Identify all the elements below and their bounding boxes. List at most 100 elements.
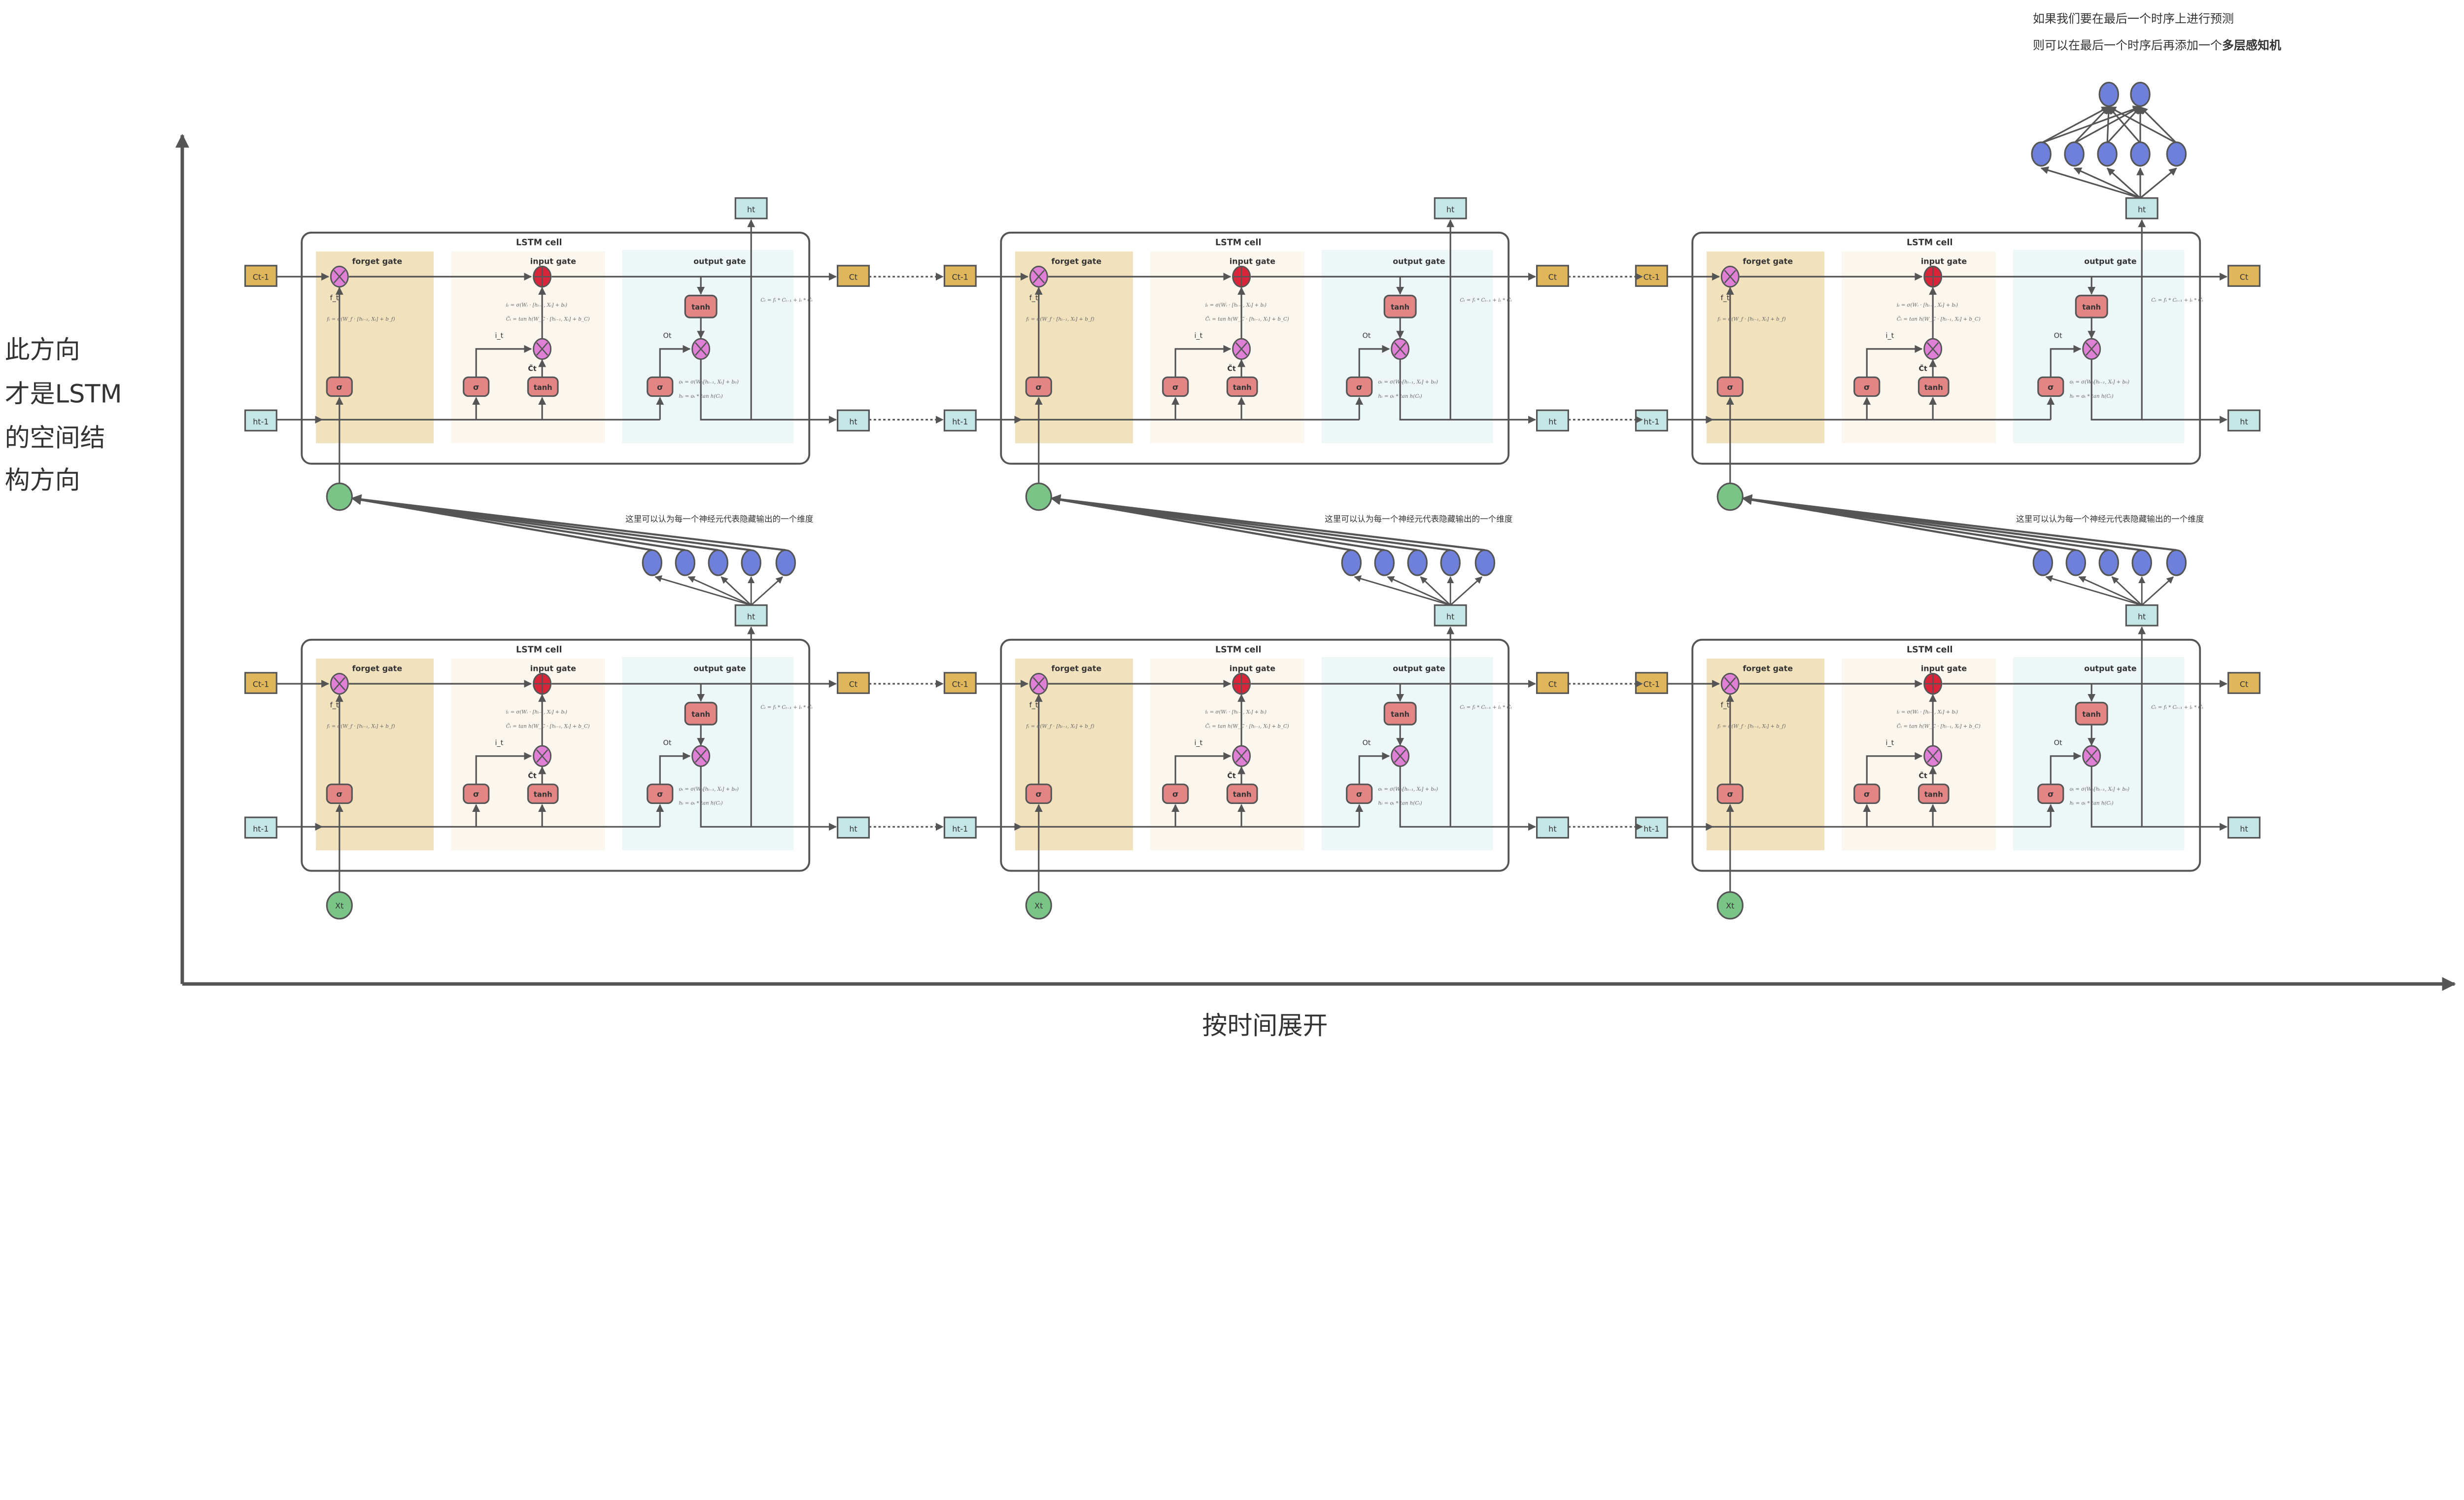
ht-to-neuron-arrow: [2141, 576, 2174, 606]
input-xt-node: [326, 891, 353, 920]
c-out-box: [837, 265, 870, 287]
ht-to-neuron-arrow: [1450, 576, 1483, 606]
side-label-line: 此方向: [5, 336, 80, 365]
formula-output: oₜ = σ(W₀[hₜ₋₁, Xₜ] + b₀): [679, 786, 739, 792]
c-tilde-label: C̃t: [1918, 772, 1927, 780]
c-tilde-label: C̃t: [1227, 365, 1236, 373]
output-sigma-box: [647, 376, 674, 397]
h-prev-label: ht-1: [253, 824, 269, 834]
formula-candidate: C̃ₜ = tan h(W_C · [hₜ₋₁, Xₜ] + b_C): [1205, 723, 1289, 730]
output-gate-label: output gate: [1393, 664, 1445, 673]
hidden-note: 这里可以认为每一个神经元代表隐藏输出的一个维度: [1325, 515, 1512, 524]
output-gate-label: output gate: [693, 664, 746, 673]
f-t-label: f_t: [1721, 294, 1730, 302]
hidden-neuron: [775, 549, 796, 576]
top-note: 如果我们要在最后一个时序上进行预测 则可以在最后一个时序后再添加一个多层感知机: [2033, 5, 2281, 59]
input-tanh-box: [527, 376, 559, 397]
input-xt-label: Xt: [335, 901, 343, 910]
h-out-box: [2227, 816, 2261, 839]
tanh-label: tanh: [2082, 303, 2101, 312]
formula-candidate: C̃ₜ = tan h(W_C · [hₜ₋₁, Xₜ] + b_C): [506, 723, 590, 730]
output-gate-line: [659, 752, 691, 785]
top-note-line: 则可以在最后一个时序后再添加一个: [2033, 38, 2222, 52]
h-prev-box: [244, 816, 277, 839]
c-out-label: Ct: [1548, 679, 1557, 689]
formula-candidate: C̃ₜ = tan h(W_C · [hₜ₋₁, Xₜ] + b_C): [506, 316, 590, 322]
f-t-label: f_t: [330, 701, 339, 709]
sigma-label: σ: [1356, 790, 1362, 799]
input-sigma-box: [1162, 376, 1189, 397]
mlp-output-neuron: [2098, 81, 2120, 107]
input-gate-line: [1866, 345, 1923, 378]
input-sigma-box: [1853, 376, 1881, 397]
c-prev-label: Ct-1: [253, 679, 269, 689]
mlp-hidden-neuron: [2064, 141, 2085, 167]
add-icon: [533, 672, 552, 695]
lstm-cell-title: LSTM cell: [1215, 645, 1262, 655]
sigma-label: σ: [337, 790, 342, 799]
formula-hidden: hₜ = oₜ * tan h(Cₜ): [1378, 393, 1422, 399]
input-gate-region: [1842, 251, 1996, 444]
forget-sigma-box: [1025, 783, 1052, 804]
c-prev-box: [244, 672, 277, 694]
formula-hidden: hₜ = oₜ * tan h(Cₜ): [2070, 801, 2114, 806]
output-tanh-box: [2075, 701, 2108, 726]
tanh-label: tanh: [534, 384, 552, 392]
hidden-neuron: [741, 549, 761, 576]
c-tilde-label: C̃t: [1227, 772, 1236, 780]
lstm-cell-lower-t3: LSTM cell forget gate input gate output …: [1635, 604, 2261, 892]
sigma-label: σ: [1356, 383, 1362, 392]
mlp-output-neuron: [2130, 81, 2151, 107]
forget-sigma-box: [1025, 376, 1052, 397]
upper-input-node: [1716, 482, 1744, 511]
h-out-label: ht: [1548, 824, 1556, 834]
multiply-icon: [330, 266, 349, 288]
formula-cell-state: Cₜ = fₜ * Cₜ₋₁ + iₜ * C̃ₜ: [2151, 704, 2203, 710]
upper-input-node: [326, 482, 353, 511]
multiply-icon: [1923, 745, 1943, 767]
hidden-neuron: [642, 549, 663, 576]
input-gate-line: [1174, 752, 1232, 785]
multiply-icon: [2082, 745, 2101, 767]
i-t-label: i_t: [1886, 332, 1894, 340]
formula-input: iₜ = σ(Wᵢ · [hₜ₋₁, Xₜ] + bᵢ): [1205, 302, 1266, 308]
ht-top-label: ht: [2138, 612, 2146, 621]
output-hidden-line: [1399, 358, 1537, 424]
multiply-icon: [1391, 338, 1410, 360]
ht-to-neuron-arrow: [1387, 576, 1451, 606]
ht-to-neuron-arrow: [2111, 576, 2143, 606]
output-hidden-line: [700, 358, 837, 424]
input-sigma-box: [1853, 783, 1881, 804]
ht-top-box: [734, 197, 768, 219]
hidden-neuron: [2065, 549, 2087, 576]
multiply-icon: [1720, 672, 1740, 695]
ht-top-label: ht: [747, 612, 755, 621]
diagram-stage: 此方向 才是LSTM 的空间结 构方向 按时间展开 LSTM cell forg…: [5, 5, 2456, 1041]
hidden-neuron: [2098, 549, 2120, 576]
output-gate-line: [2050, 345, 2082, 378]
upper-input-node: [1025, 482, 1052, 511]
side-label-line: 才是LSTM: [5, 380, 122, 409]
input-gate-line: [1866, 752, 1923, 785]
output-tanh-box: [1383, 701, 1417, 726]
formula-output: oₜ = σ(W₀[hₜ₋₁, Xₜ] + b₀): [1378, 379, 1438, 385]
input-gate-label: input gate: [1230, 664, 1276, 673]
sigma-label: σ: [657, 790, 663, 799]
formula-hidden: hₜ = oₜ * tan h(Cₜ): [679, 801, 723, 806]
formula-input: iₜ = σ(Wᵢ · [hₜ₋₁, Xₜ] + bᵢ): [1897, 302, 1958, 308]
lstm-cell-upper-t1: LSTM cell forget gate input gate output …: [244, 197, 870, 485]
forget-sigma-box: [326, 376, 353, 397]
input-gate-region: [1150, 659, 1304, 851]
ht-to-neuron-arrow: [2078, 576, 2142, 606]
multiply-icon: [1391, 745, 1410, 767]
lstm-cell-title: LSTM cell: [1907, 645, 1953, 655]
ht-top-label: ht: [1446, 612, 1454, 621]
formula-input: iₜ = σ(Wᵢ · [hₜ₋₁, Xₜ] + bᵢ): [1897, 709, 1958, 715]
o-t-label: Ot: [2054, 739, 2062, 747]
h-prev-label: ht-1: [1643, 824, 1659, 834]
c-out-label: Ct: [2240, 679, 2248, 689]
h-out-box: [837, 409, 870, 432]
mlp-input-arrow: [2106, 168, 2141, 199]
sigma-label: σ: [473, 790, 479, 799]
input-sigma-box: [463, 376, 490, 397]
